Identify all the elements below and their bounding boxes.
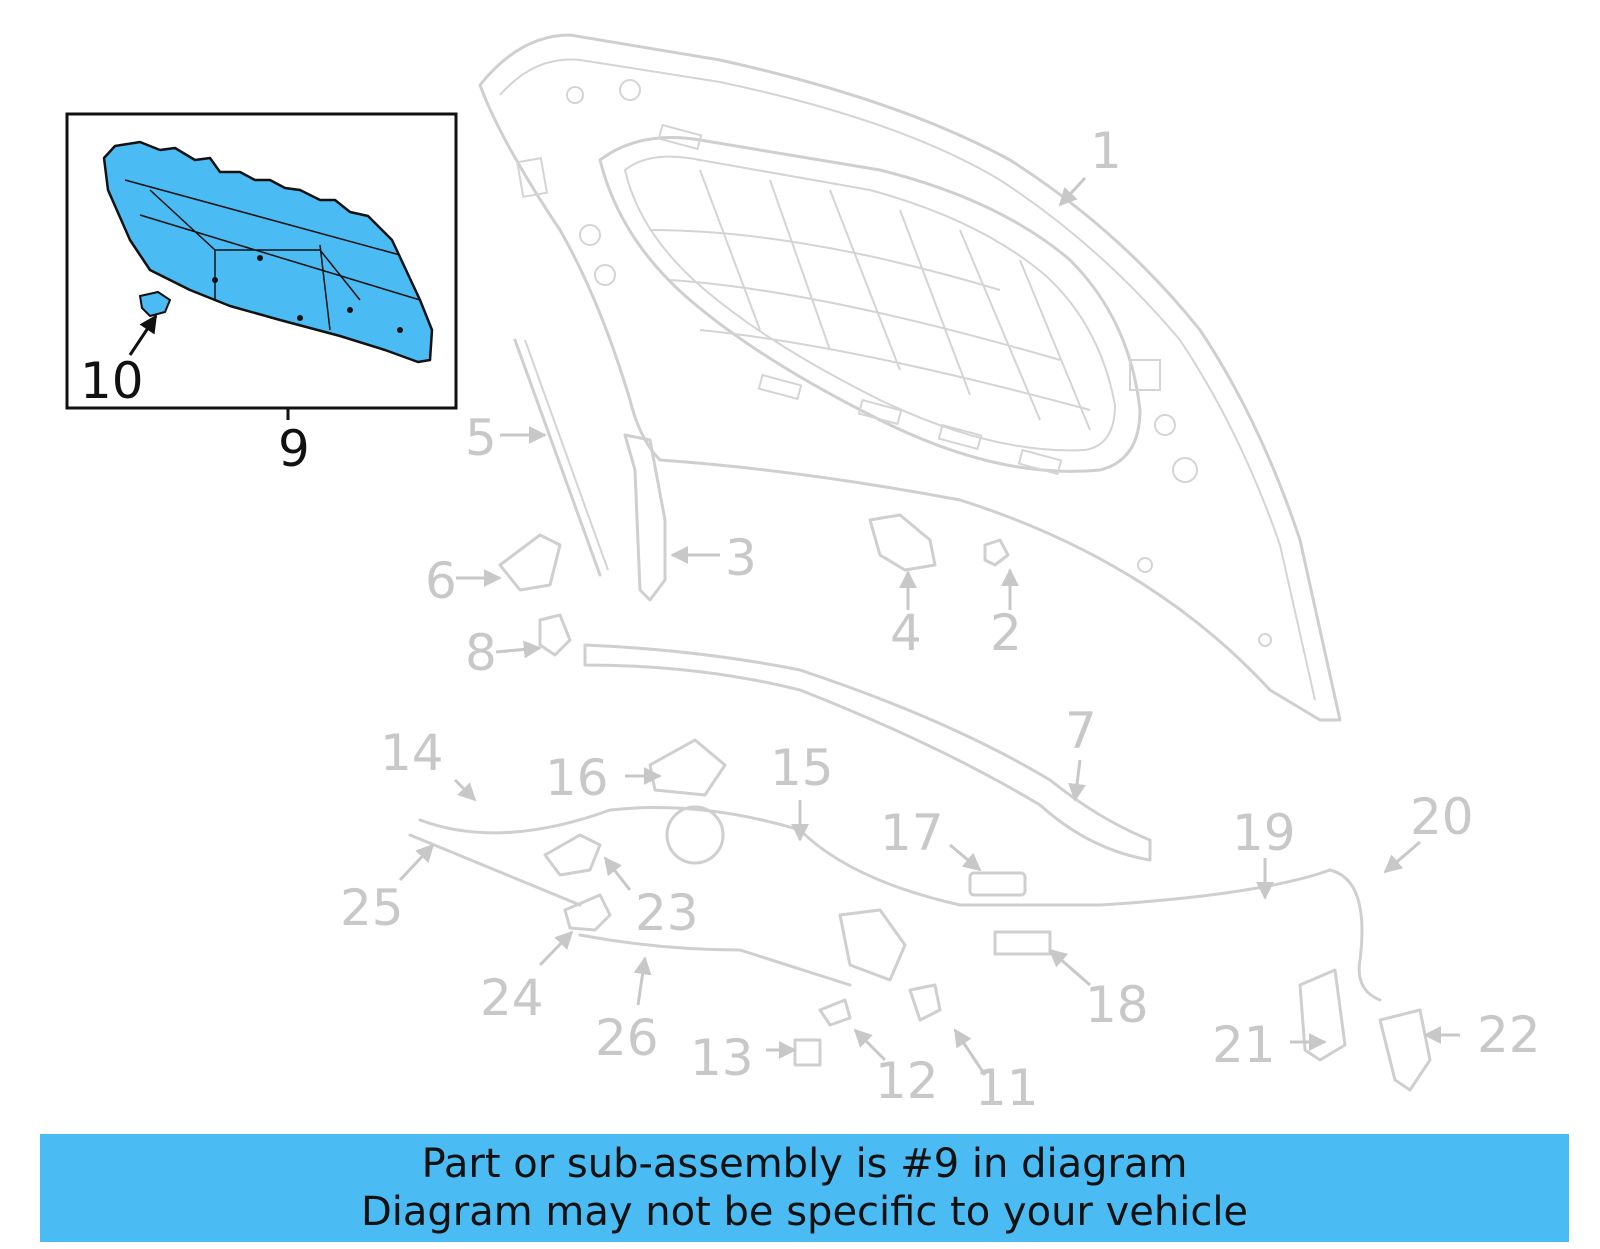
callout-11: 11	[975, 1059, 1039, 1117]
clip-8	[538, 613, 572, 657]
callout-arrows	[398, 176, 1460, 1076]
callout-9: 9	[278, 420, 310, 478]
callout-6: 6	[425, 552, 457, 610]
callout-16: 16	[545, 749, 609, 807]
hood-insulator-highlighted	[102, 140, 434, 364]
bumper-2	[983, 538, 1010, 567]
callout-13: 13	[690, 1029, 754, 1087]
seal-7	[583, 643, 1152, 862]
callout-17: 17	[880, 804, 944, 862]
callout-24: 24	[480, 969, 544, 1027]
latch-striker-4	[868, 513, 937, 572]
callout-19: 19	[1232, 804, 1296, 862]
bracket-22	[1378, 1008, 1432, 1092]
clip-18	[993, 930, 1052, 956]
callout-3: 3	[725, 529, 757, 587]
callout-7: 7	[1065, 702, 1097, 760]
callout-25: 25	[340, 879, 404, 937]
info-banner: Part or sub-assembly is #9 in diagram Di…	[40, 1134, 1569, 1242]
parts-diagram: 1 2 3 4 5 6 7 8 9 10 11 12 13 14 15 16 1…	[65, 33, 1541, 1117]
callout-labels: 1 2 3 4 5 6 7 8 9 10 11 12 13 14 15 16 1…	[80, 122, 1541, 1117]
clip-12-13	[793, 998, 852, 1067]
callout-22: 22	[1477, 1006, 1541, 1064]
hood-panel	[478, 33, 1342, 722]
callout-23: 23	[635, 884, 699, 942]
callout-8: 8	[465, 624, 497, 682]
callout-10: 10	[80, 352, 144, 410]
callout-21: 21	[1212, 1016, 1276, 1074]
callout-1: 1	[1090, 122, 1122, 180]
callout-18: 18	[1085, 976, 1149, 1034]
bracket-21	[1298, 968, 1347, 1062]
hood-hinge	[623, 433, 667, 602]
switch-17	[968, 871, 1027, 897]
callout-2: 2	[990, 604, 1022, 662]
latch-assembly-16	[648, 738, 727, 865]
callout-26: 26	[595, 1009, 659, 1067]
callout-4: 4	[890, 604, 922, 662]
callout-20: 20	[1410, 788, 1474, 846]
hood-strut	[513, 338, 609, 577]
latch-11	[838, 908, 942, 1022]
callout-15: 15	[770, 739, 834, 797]
banner-line-2: Diagram may not be specific to your vehi…	[360, 1189, 1249, 1235]
banner-line-1: Part or sub-assembly is #9 in diagram	[421, 1141, 1188, 1187]
bracket-24	[563, 893, 612, 932]
inset-box	[65, 112, 458, 420]
retainer-clip-highlighted	[138, 290, 172, 318]
callout-14: 14	[380, 724, 444, 782]
handle-23	[543, 833, 602, 877]
callout-12: 12	[875, 1052, 939, 1110]
hood-bumper-6	[498, 533, 562, 592]
callout-5: 5	[465, 409, 497, 467]
